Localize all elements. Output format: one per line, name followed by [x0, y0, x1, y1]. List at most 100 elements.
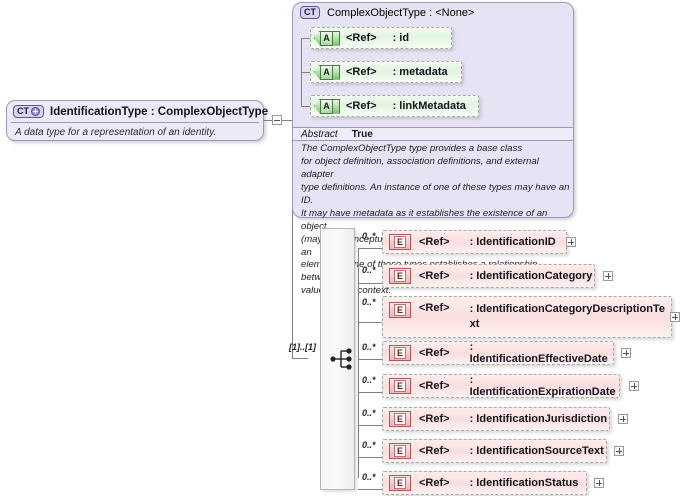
element-icon-letter: E — [394, 304, 406, 316]
element-row[interactable]: E <Ref> : IdentificationSourceText — [382, 439, 607, 463]
element-branch-line — [358, 392, 382, 393]
sequence-cardinality-label: [1]..[1] — [289, 342, 316, 352]
element-rail-vertical — [358, 248, 359, 478]
attribute-name-label: : id — [392, 32, 410, 44]
element-icon-letter: E — [394, 445, 406, 457]
element-cardinality-label: 0..* — [362, 265, 376, 275]
attribute-name-label: : linkMetadata — [392, 100, 466, 112]
attribute-ref-label: <Ref> — [346, 32, 377, 44]
element-icon-letter: E — [394, 380, 406, 392]
element-row[interactable]: E <Ref> : IdentificationStatus — [382, 471, 587, 495]
abstract-row: Abstract True — [293, 127, 573, 141]
element-ref-label: <Ref> — [419, 302, 450, 314]
element-icon: E — [389, 234, 411, 250]
element-row[interactable]: E <Ref> : IdentificationJurisdiction — [382, 407, 610, 431]
plus-icon[interactable] — [618, 414, 628, 424]
attribute-icon: A — [314, 98, 340, 114]
connector-line-to-ctbox — [282, 120, 292, 121]
element-name-label: : IdentificationStatus — [469, 477, 579, 489]
element-name-label: : IdentificationExpirationDate — [469, 374, 616, 398]
plus-icon[interactable] — [621, 348, 631, 358]
badge-label: CT — [304, 7, 316, 17]
element-row[interactable]: E <Ref> : IdentificationExpirationDate — [382, 374, 620, 398]
element-name-label: : IdentificationEffectiveDate — [469, 341, 608, 365]
plus-icon[interactable] — [614, 446, 624, 456]
plus-icon[interactable] — [603, 271, 613, 281]
abstract-label: Abstract — [301, 128, 338, 140]
element-ref-label: <Ref> — [419, 413, 450, 425]
badge-label: CT — [17, 106, 29, 116]
element-row[interactable]: E <Ref> : IdentificationCategory — [382, 264, 595, 288]
element-name-label: : IdentificationCategory — [469, 270, 593, 282]
element-cardinality-label: 0..* — [362, 408, 376, 418]
element-row[interactable]: E <Ref> : IdentificationEffectiveDate — [382, 341, 614, 365]
attribute-row[interactable]: A <Ref> : metadata — [310, 61, 462, 83]
attribute-rail-branch-3 — [301, 106, 310, 107]
type-box-header: CT IdentificationType : ComplexObjectTyp… — [7, 101, 268, 122]
element-icon-letter: E — [394, 477, 406, 489]
type-box-divider — [11, 122, 259, 123]
element-icon-letter: E — [394, 236, 406, 248]
element-cardinality-label: 0..* — [362, 472, 376, 482]
element-branch-line — [358, 425, 382, 426]
element-icon-letter: E — [394, 413, 406, 425]
element-ref-label: <Ref> — [419, 347, 450, 359]
sequence-icon — [330, 348, 352, 370]
element-branch-line — [358, 283, 382, 284]
plus-icon[interactable] — [594, 478, 604, 488]
element-ref-label: <Ref> — [419, 236, 450, 248]
attribute-icon-letter: A — [320, 64, 333, 80]
element-branch-line — [358, 248, 382, 249]
attribute-row[interactable]: A <Ref> : linkMetadata — [310, 95, 479, 117]
element-icon: E — [389, 345, 411, 361]
attribute-rail-branch-1 — [301, 38, 310, 39]
attribute-name-label: : metadata — [392, 66, 448, 78]
element-branch-line — [358, 489, 382, 490]
element-icon: E — [389, 378, 411, 394]
element-cardinality-label: 0..* — [362, 231, 376, 241]
complex-type-badge-icon[interactable]: CT — [13, 105, 44, 118]
type-box-title: IdentificationType : ComplexObjectType — [50, 105, 269, 118]
element-ref-label: <Ref> — [419, 380, 450, 392]
element-icon: E — [389, 443, 411, 459]
element-branch-line — [358, 359, 382, 360]
element-cardinality-label: 0..* — [362, 440, 376, 450]
element-icon: E — [389, 268, 411, 284]
element-name-label: : IdentificationID — [469, 236, 556, 248]
complex-type-badge-icon: CT — [300, 6, 320, 19]
attribute-icon-letter: A — [320, 98, 333, 114]
attribute-icon: A — [314, 64, 340, 80]
element-cardinality-label: 0..* — [362, 342, 376, 352]
element-row[interactable]: E <Ref> : IdentificationCategoryDescript… — [382, 296, 672, 338]
plus-icon[interactable] — [670, 312, 680, 322]
plus-icon[interactable] — [629, 381, 639, 391]
element-ref-label: <Ref> — [419, 477, 450, 489]
connector-line-typebox-right — [264, 120, 272, 121]
element-ref-label: <Ref> — [419, 270, 450, 282]
connector-line-to-sequence — [292, 358, 308, 359]
element-branch-line — [358, 457, 382, 458]
element-icon: E — [389, 475, 411, 491]
element-cardinality-label: 0..* — [362, 297, 376, 307]
attribute-ref-label: <Ref> — [346, 66, 377, 78]
element-name-label: : IdentificationCategoryDescriptionTe xt — [469, 303, 665, 330]
element-name-label: : IdentificationSourceText — [469, 445, 604, 457]
element-row[interactable]: E <Ref> : IdentificationID — [382, 230, 567, 254]
element-icon: E — [389, 411, 411, 427]
element-branch-line — [358, 322, 382, 323]
plus-icon[interactable] — [31, 107, 40, 116]
element-icon: E — [389, 302, 411, 318]
element-name-label: : IdentificationJurisdiction — [469, 413, 608, 425]
attribute-icon-letter: A — [320, 30, 333, 46]
plus-icon[interactable] — [566, 237, 576, 247]
element-ref-label: <Ref> — [419, 445, 450, 457]
type-box-identification-type[interactable]: CT IdentificationType : ComplexObjectTyp… — [6, 100, 268, 141]
element-icon-letter: E — [394, 270, 406, 282]
complex-type-title: ComplexObjectType : <None> — [327, 6, 475, 19]
attribute-ref-label: <Ref> — [346, 100, 377, 112]
abstract-value: True — [351, 128, 373, 140]
element-icon-letter: E — [394, 347, 406, 359]
attribute-row[interactable]: A <Ref> : id — [310, 27, 452, 49]
collapse-toggle-icon[interactable] — [272, 115, 282, 125]
